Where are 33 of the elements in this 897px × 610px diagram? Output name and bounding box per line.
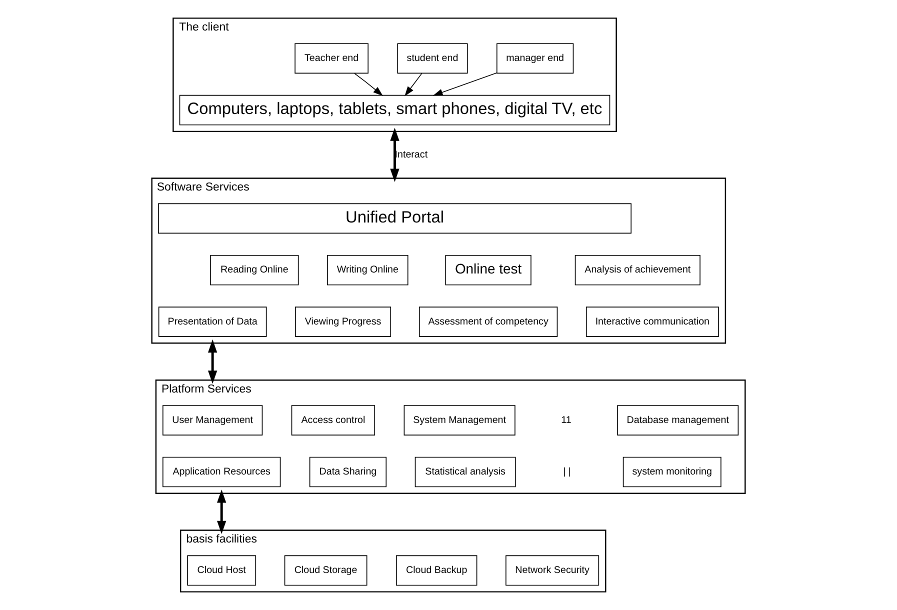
node-box: Unified Portal xyxy=(158,203,632,234)
node-box: Cloud Host xyxy=(187,555,256,586)
node-box: Online test xyxy=(445,254,532,286)
node-box: Viewing Progress xyxy=(295,306,392,337)
node-box: Cloud Backup xyxy=(396,555,478,586)
label: | | xyxy=(563,466,571,478)
node-box: Reading Online xyxy=(210,254,299,286)
node-box: Data Sharing xyxy=(309,456,387,488)
node-box: User Management xyxy=(162,405,263,436)
node-box: Analysis of achievement xyxy=(574,254,700,286)
arrow xyxy=(217,490,226,534)
node-box: Cloud Storage xyxy=(284,555,368,586)
node-box: Computers, laptops, tablets, smart phones, digital TV, etc xyxy=(179,94,610,126)
node-box: Interactive communication xyxy=(586,306,719,337)
node-box: Teacher end xyxy=(294,43,368,74)
node-box: manager end xyxy=(496,43,574,74)
node-box: Statistical analysis xyxy=(414,456,516,488)
node-box: Access control xyxy=(291,405,376,436)
node-box: Assessment of competency xyxy=(418,306,558,337)
node-box: Application Resources xyxy=(162,456,281,488)
arrow xyxy=(208,339,218,384)
node-box: Writing Online xyxy=(327,254,408,286)
arrow xyxy=(404,73,422,96)
node-box: student end xyxy=(397,43,468,74)
arrow xyxy=(354,73,383,96)
node-box: System Management xyxy=(404,405,516,436)
arrow xyxy=(390,128,400,182)
node-box: system monitoring xyxy=(622,456,722,488)
arrow xyxy=(432,72,498,96)
node-box: Database management xyxy=(617,405,739,436)
node-box: Network Security xyxy=(506,555,600,586)
label: 11 xyxy=(561,414,572,426)
node-box: Presentation of Data xyxy=(158,306,267,337)
